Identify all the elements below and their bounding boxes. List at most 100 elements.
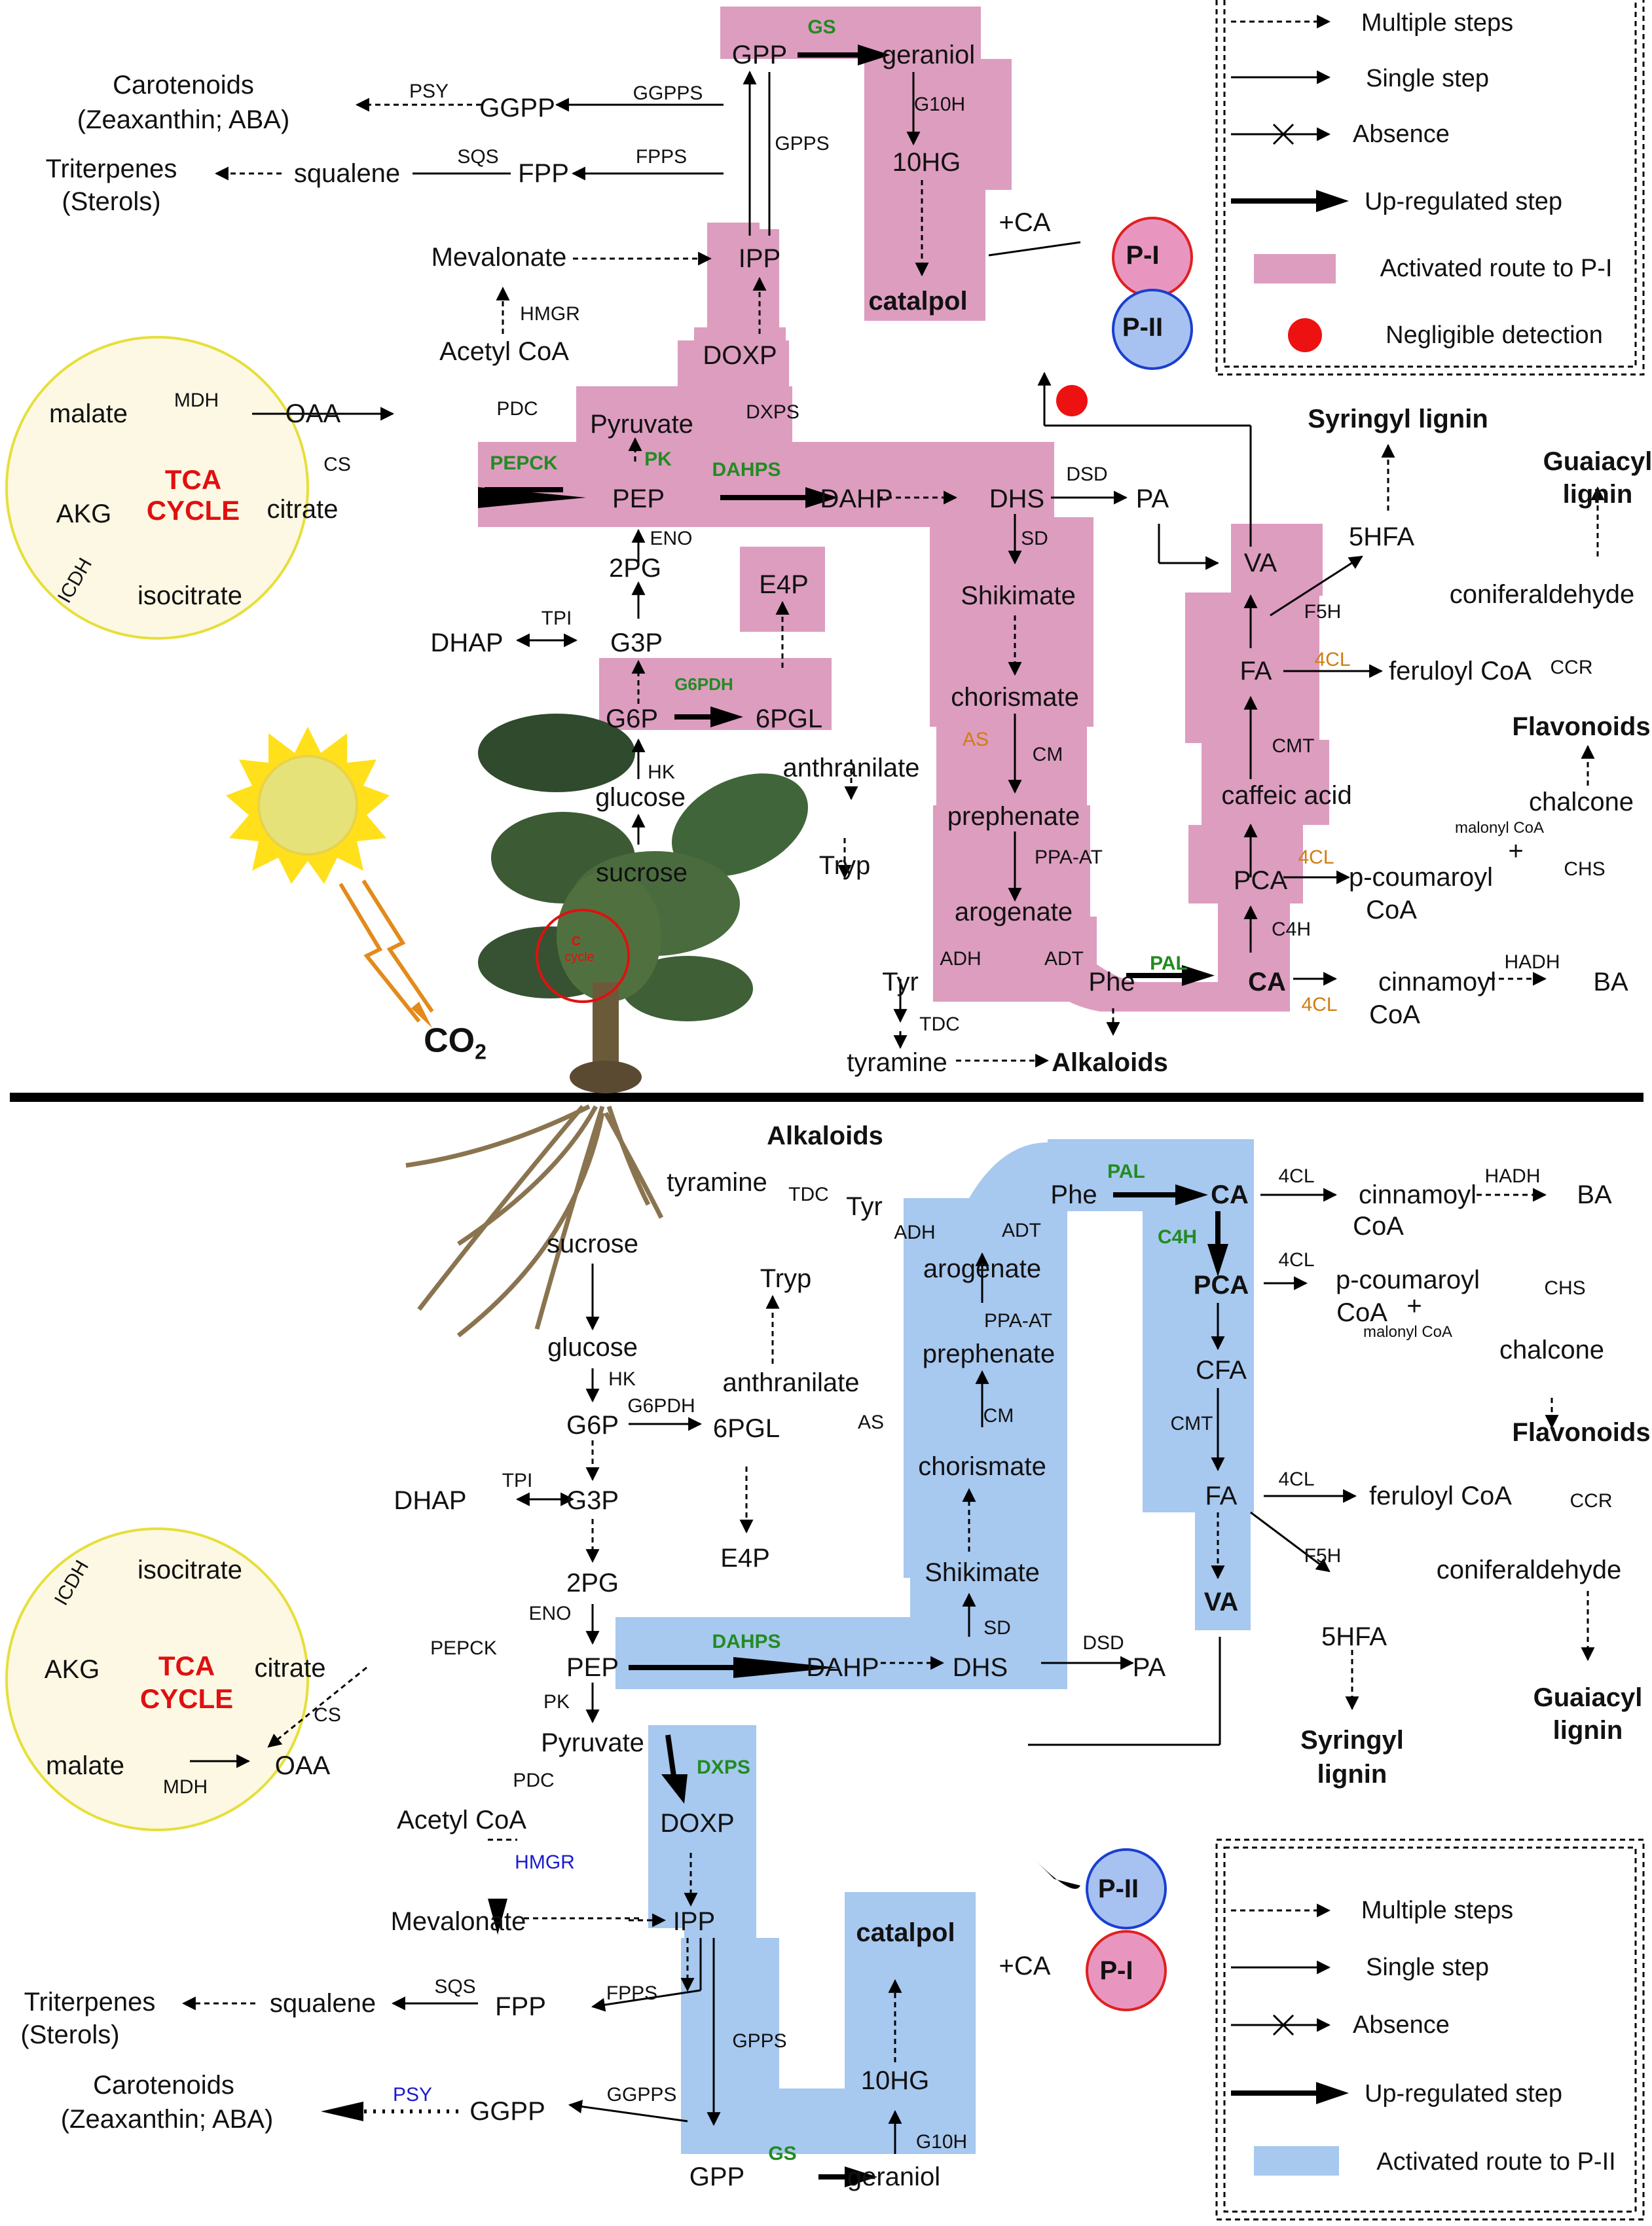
node-ba-b: BA xyxy=(1577,1180,1612,1209)
node-squalene: squalene xyxy=(293,159,401,188)
enzyme-ggpps: GGPPS xyxy=(633,82,703,104)
enzyme-4cl-feruloyl: 4CL xyxy=(1314,649,1351,670)
node-glucose: glucose xyxy=(595,783,686,812)
node-ba: BA xyxy=(1593,968,1628,996)
node-flavonoids: Flavonoids xyxy=(1512,712,1651,741)
node-e4p: E4P xyxy=(759,570,809,599)
cycle-label: CYCLE xyxy=(146,495,240,526)
node-mevalonate: Mevalonate xyxy=(431,243,567,272)
node-sucrose-b: sucrose xyxy=(546,1230,639,1258)
node-sucrose: sucrose xyxy=(595,858,688,887)
node-phe: Phe xyxy=(1088,968,1135,996)
node-chorismate-b: chorismate xyxy=(918,1452,1046,1481)
node-fpp-b: FPP xyxy=(495,1992,546,2021)
enzyme-tpi-b: TPI xyxy=(502,1470,533,1491)
node-malonyl-coa: malonyl CoA xyxy=(1454,819,1545,837)
enzyme-cmt-b: CMT xyxy=(1170,1413,1213,1434)
enzyme-as: AS xyxy=(962,729,989,750)
legend-activated-route-p1: Activated route to P-I xyxy=(1380,255,1613,282)
node-5hfa-b: 5HFA xyxy=(1321,1622,1387,1651)
node-va-b: VA xyxy=(1203,1588,1239,1616)
tca-cycle-bottom xyxy=(5,1527,309,1831)
node-5hfa: 5HFA xyxy=(1348,522,1415,551)
enzyme-dxps: DXPS xyxy=(746,401,799,423)
node-guaiacyl: Guaiacyl xyxy=(1543,447,1652,476)
node-p-coumaroyl: p-coumaroyl xyxy=(1348,863,1494,892)
node-catalpol-b: catalpol xyxy=(856,1918,955,1947)
node-isocitrate-b: isocitrate xyxy=(137,1556,243,1584)
enzyme-pal-b: PAL xyxy=(1107,1161,1145,1182)
node-carotenoids-sub: (Zeaxanthin; ABA) xyxy=(77,105,290,134)
node-anthranilate-b: anthranilate xyxy=(722,1368,860,1397)
enzyme-c4h: C4H xyxy=(1271,919,1312,940)
node-dahp: DAHP xyxy=(820,484,893,513)
enzyme-adt: ADT xyxy=(1044,948,1084,970)
enzyme-sd-b: SD xyxy=(983,1617,1011,1639)
lightning-icon xyxy=(339,879,434,1023)
legend-absence-bottom: Absence xyxy=(1353,2011,1450,2039)
enzyme-4cl-coumaroyl: 4CL xyxy=(1298,847,1334,868)
enzyme-chs-b: CHS xyxy=(1544,1277,1586,1299)
enzyme-g10h-b: G10H xyxy=(915,2131,968,2153)
enzyme-4cl-feruloyl-b: 4CL xyxy=(1278,1469,1315,1490)
node-ca: CA xyxy=(1248,968,1286,996)
node-akg: AKG xyxy=(56,500,112,528)
enzyme-gs-b: GS xyxy=(768,2143,797,2164)
enzyme-hadh-b: HADH xyxy=(1484,1165,1541,1187)
enzyme-pepck-b: PEPCK xyxy=(430,1637,497,1659)
node-tyr-b: Tyr xyxy=(846,1192,883,1221)
enzyme-tdc-b: TDC xyxy=(788,1184,829,1205)
enzyme-4cl-cinnamoyl: 4CL xyxy=(1301,994,1338,1015)
legend-up-regulated: Up-regulated step xyxy=(1364,188,1563,215)
node-oaa-b: OAA xyxy=(274,1751,331,1780)
calvin-label: C xyxy=(571,934,581,949)
node-cinnamoyl-coa-b: CoA xyxy=(1353,1212,1404,1241)
node-p-coumaroyl-b: p-coumaroyl xyxy=(1335,1266,1480,1294)
enzyme-gs: GS xyxy=(807,16,836,38)
node-va: VA xyxy=(1243,549,1277,577)
node-p-coumaroyl-coa: CoA xyxy=(1366,896,1417,924)
node-tyramine-b: tyramine xyxy=(667,1168,767,1197)
node-g3p: G3P xyxy=(610,629,663,657)
enzyme-g6pdh: G6PDH xyxy=(674,674,733,694)
node-acetyl-coa: Acetyl CoA xyxy=(439,337,569,366)
enzyme-hmgr-b: HMGR xyxy=(515,1852,575,1873)
node-malate-b: malate xyxy=(45,1751,125,1780)
plus-sign: + xyxy=(1508,837,1524,866)
node-tyr: Tyr xyxy=(882,968,919,996)
node-malonyl-coa-b: malonyl CoA xyxy=(1363,1323,1453,1341)
node-ggpp-b: GGPP xyxy=(469,2097,545,2126)
badge-p1-b: P-I xyxy=(1099,1956,1133,1985)
node-pca-b: PCA xyxy=(1193,1271,1249,1300)
node-coniferaldehyde: coniferaldehyde xyxy=(1449,580,1635,609)
node-e4p-b: E4P xyxy=(720,1544,770,1573)
enzyme-pk-b: PK xyxy=(543,1691,570,1713)
enzyme-mdh: MDH xyxy=(174,390,219,411)
node-triterpenes: Triterpenes xyxy=(45,155,177,183)
node-triterpenes-b: Triterpenes xyxy=(24,1988,156,2016)
sun-icon xyxy=(226,727,390,884)
enzyme-ggpps-b: GGPPS xyxy=(606,2084,677,2106)
tca-cycle-top xyxy=(5,336,309,640)
node-dhs: DHS xyxy=(989,484,1045,513)
node-chorismate: chorismate xyxy=(951,683,1079,712)
enzyme-gpps: GPPS xyxy=(775,133,830,155)
node-p-coumaroyl-coa-b: CoA xyxy=(1336,1298,1387,1327)
enzyme-cs: CS xyxy=(323,454,351,475)
enzyme-hk: HK xyxy=(648,761,675,783)
node-mevalonate-b: Mevalonate xyxy=(390,1907,526,1936)
node-6pgl: 6PGL xyxy=(755,704,823,733)
enzyme-hadh: HADH xyxy=(1504,951,1560,973)
enzyme-as-b: AS xyxy=(857,1412,885,1433)
enzyme-sqs: SQS xyxy=(457,146,499,168)
node-tyramine: tyramine xyxy=(847,1048,947,1077)
enzyme-hk-b: HK xyxy=(608,1368,636,1390)
node-oaa: OAA xyxy=(285,399,341,428)
enzyme-psy-b: PSY xyxy=(392,2084,433,2106)
node-cinnamoyl-coa: CoA xyxy=(1369,1000,1420,1029)
plus-sign-b: + xyxy=(1406,1292,1422,1321)
enzyme-cm: CM xyxy=(1032,744,1063,765)
enzyme-pdc-b: PDC xyxy=(513,1770,555,1791)
node-ipp-b: IPP xyxy=(672,1907,716,1936)
